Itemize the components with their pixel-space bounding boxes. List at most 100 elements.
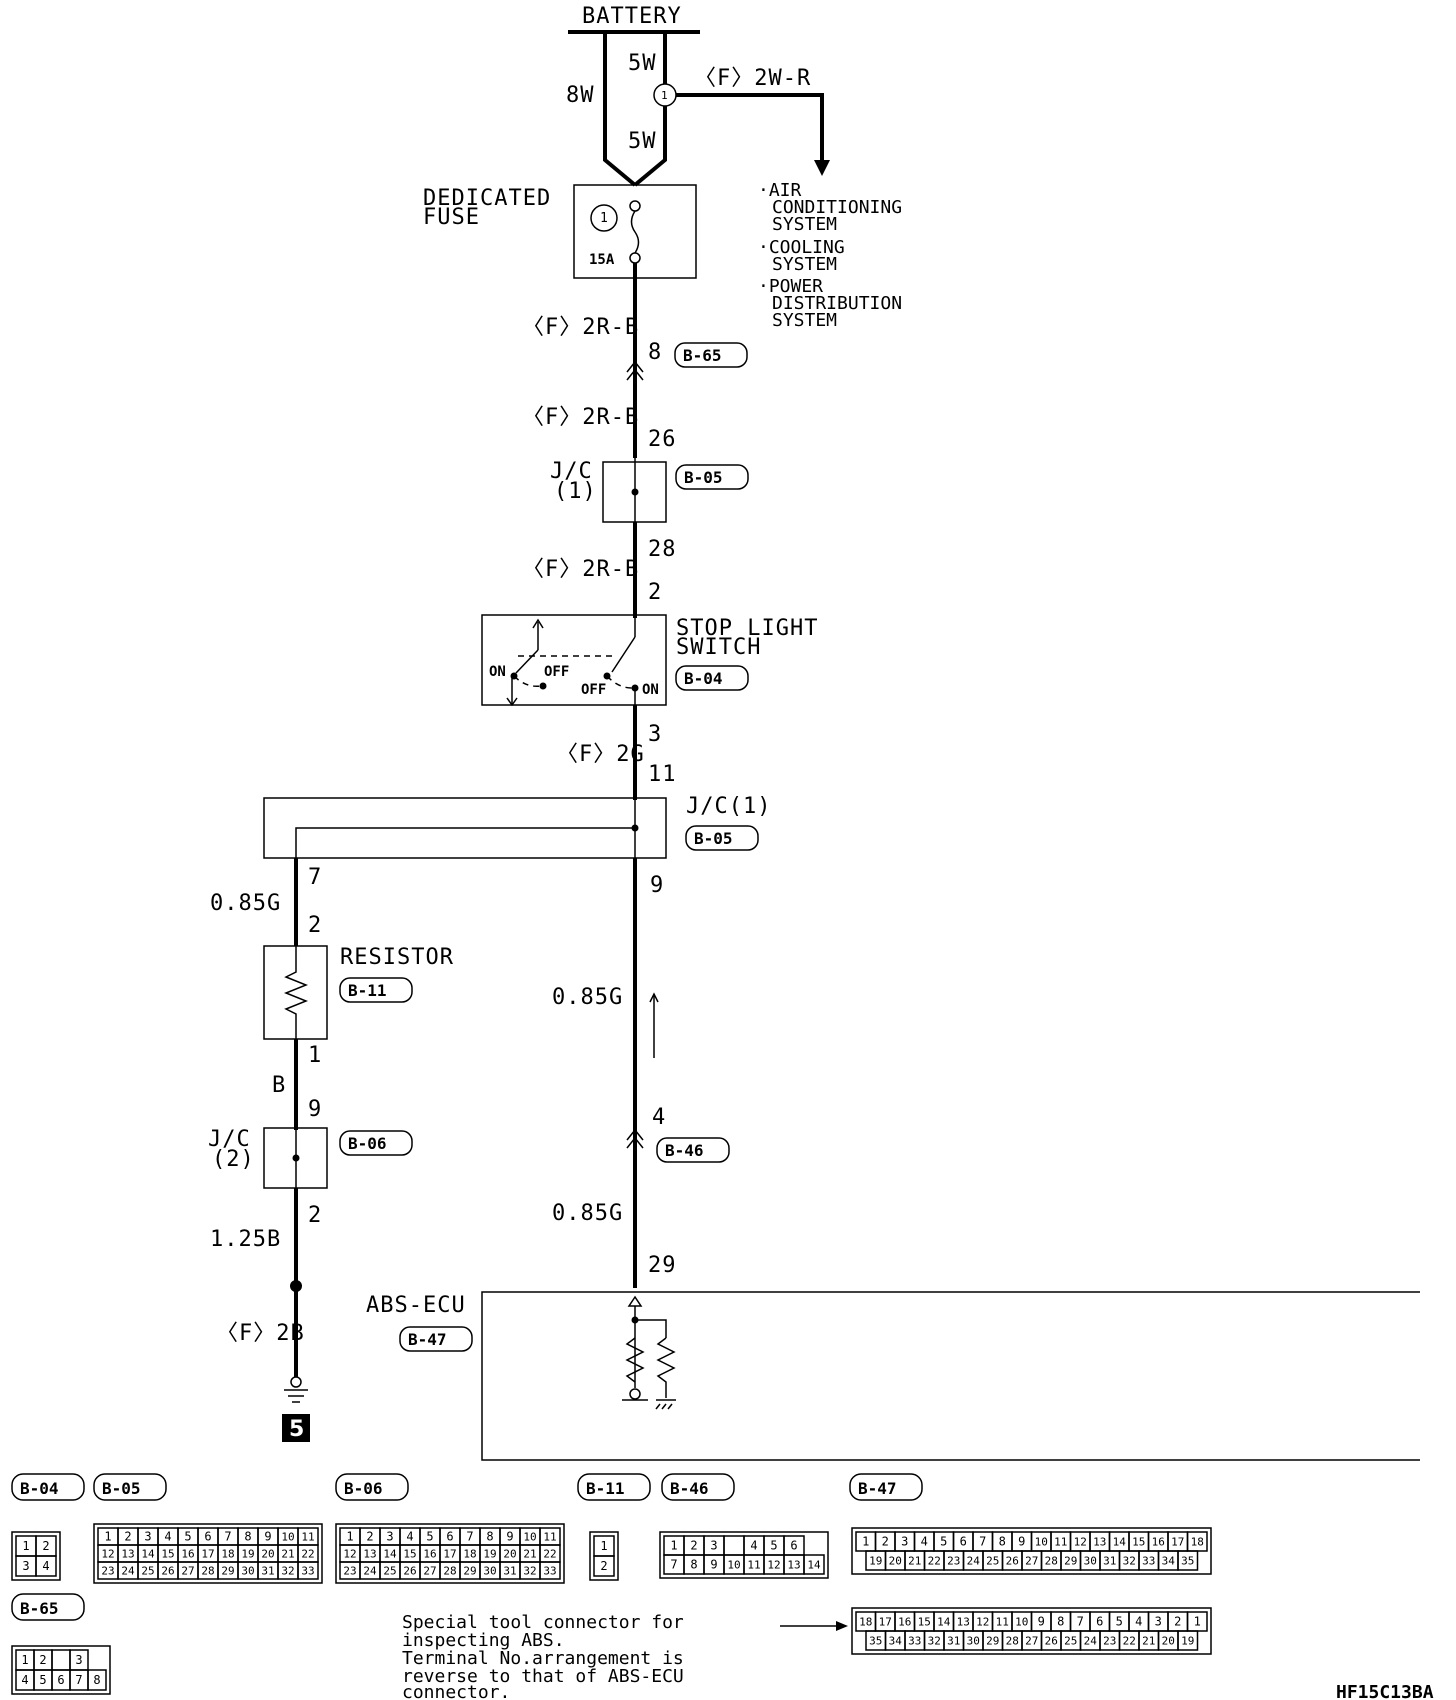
- connector-pin: 21: [281, 1548, 294, 1561]
- wire-branch: [676, 93, 824, 162]
- stop-light-switch: [481, 614, 667, 706]
- connector-pin: 27: [181, 1565, 194, 1578]
- connector-pin: 1: [670, 1539, 677, 1553]
- connector-pin: 13: [121, 1548, 134, 1561]
- connector-pin: 31: [947, 1635, 960, 1648]
- pin-jc1b-in: 11: [648, 762, 677, 787]
- code-switch: B-04: [684, 669, 723, 688]
- connector-pin-cell: [51, 1649, 71, 1671]
- connector-pin: 8: [1057, 1615, 1064, 1629]
- connector-chevron: [626, 360, 644, 381]
- connector-pin: 2: [366, 1530, 373, 1544]
- connector-pin: 10: [281, 1531, 294, 1544]
- connector-pin-cell: [593, 1555, 615, 1577]
- connector-pin: 5: [39, 1673, 46, 1687]
- connector-pin: 15: [918, 1616, 931, 1629]
- connector-pin: 4: [164, 1530, 171, 1544]
- code-jc2: B-06: [348, 1134, 387, 1153]
- connector-pin: 4: [21, 1673, 28, 1687]
- connector-pin: 29: [986, 1635, 999, 1648]
- connector-b65-code: B-65: [20, 1599, 59, 1618]
- connector-b65-badge: [11, 1593, 85, 1621]
- connector-pin: 5: [184, 1530, 191, 1544]
- connector-b04-badge: [11, 1473, 85, 1501]
- connector-pin: 33: [908, 1635, 921, 1648]
- connector-b06-code: B-06: [344, 1479, 383, 1498]
- connector-pin: 28: [1006, 1635, 1019, 1648]
- connector-b11-housing: [589, 1531, 619, 1581]
- fuse-number: 1: [600, 211, 608, 226]
- connector-pin: 7: [1077, 1615, 1084, 1629]
- wire-5w: [633, 32, 667, 187]
- connector-b65-housing: [11, 1645, 111, 1695]
- connector-pin-cell: [803, 1554, 825, 1575]
- connector-pin: 6: [446, 1530, 453, 1544]
- pin-switch-out: 3: [648, 722, 662, 747]
- connector-pin: 3: [22, 1559, 29, 1573]
- svg-text:DISTRIBUTION: DISTRIBUTION: [772, 293, 902, 314]
- connector-pin: 6: [790, 1539, 797, 1553]
- connector-pin: 1: [21, 1653, 28, 1667]
- connector-pin: 3: [144, 1530, 151, 1544]
- connector-pin: 2: [1174, 1615, 1181, 1629]
- ecu-label: ABS-ECU: [366, 1293, 466, 1318]
- connector-pin: 5: [426, 1530, 433, 1544]
- pin-jc1b-r7: 7: [308, 865, 322, 890]
- connector-pin: 16: [181, 1548, 194, 1561]
- connector-b05-code: B-05: [102, 1479, 141, 1498]
- connector-pin: 17: [1171, 1536, 1184, 1549]
- connector-pin: 7: [75, 1673, 82, 1687]
- connector-pin: 10: [1015, 1616, 1028, 1629]
- connector-b46-housing: [659, 1531, 829, 1579]
- connector-pin: 17: [443, 1548, 456, 1561]
- connector-pin-cell: [297, 1561, 319, 1580]
- connector-pin: 7: [979, 1535, 986, 1549]
- connector-pin: 28: [201, 1565, 214, 1578]
- connector-pin: 6: [960, 1535, 967, 1549]
- connector-pin: 30: [1084, 1555, 1097, 1568]
- connector-pin: 25: [986, 1555, 999, 1568]
- svg-text:SYSTEM: SYSTEM: [772, 214, 837, 235]
- wire-label-ecu-in: 0.85G: [552, 1201, 623, 1226]
- connector-pin: 7: [670, 1558, 677, 1572]
- connector-pin: 33: [543, 1565, 556, 1578]
- connector-pin: 8: [93, 1673, 100, 1687]
- connector-pin: 10: [523, 1531, 536, 1544]
- connector-pin: 4: [921, 1535, 928, 1549]
- connector-pin: 3: [1155, 1615, 1162, 1629]
- connector-pin: 7: [224, 1530, 231, 1544]
- connector-pin: 23: [343, 1565, 356, 1578]
- pin-res-in: 2: [308, 913, 322, 938]
- connector-pin: 16: [423, 1548, 436, 1561]
- connector-pin: 9: [1018, 1535, 1025, 1549]
- ground-number-badge: [282, 1414, 310, 1442]
- connector-pin: 24: [363, 1565, 377, 1578]
- pin-jc2-out: 2: [308, 1203, 322, 1228]
- pin-b65: 8: [648, 340, 662, 365]
- svg-text:·POWER: ·POWER: [758, 276, 823, 297]
- code-ecu: B-47: [408, 1330, 447, 1349]
- connector-pin: 21: [908, 1555, 921, 1568]
- connector-pin: 13: [787, 1559, 800, 1572]
- connector-b11-badge: [577, 1473, 651, 1501]
- connector-pin: 2: [600, 1559, 607, 1573]
- connector-b04-housing: [11, 1531, 61, 1581]
- connector-pin: 24: [967, 1555, 981, 1568]
- svg-text:inspecting ABS.: inspecting ABS.: [402, 1630, 565, 1651]
- connector-pin: 18: [221, 1548, 234, 1561]
- connector-b05-housing: [93, 1523, 323, 1584]
- svg-text:SYSTEM: SYSTEM: [772, 254, 837, 275]
- connector-pin: 29: [463, 1565, 476, 1578]
- connector-pin: 6: [204, 1530, 211, 1544]
- connector-pin: 15: [403, 1548, 416, 1561]
- connector-pin: 14: [383, 1548, 397, 1561]
- connector-pin: 26: [1006, 1555, 1019, 1568]
- svg-text:·COOLING: ·COOLING: [758, 237, 845, 258]
- connector-pin: 30: [241, 1565, 254, 1578]
- code-b65-badge: [674, 342, 748, 368]
- connector-b05-badge: [93, 1473, 167, 1501]
- wire-label-branch: 〈F〉2W-R: [694, 66, 811, 91]
- connector-pin: 22: [928, 1555, 941, 1568]
- connector-pin: 12: [101, 1548, 114, 1561]
- connector-pin: 8: [486, 1530, 493, 1544]
